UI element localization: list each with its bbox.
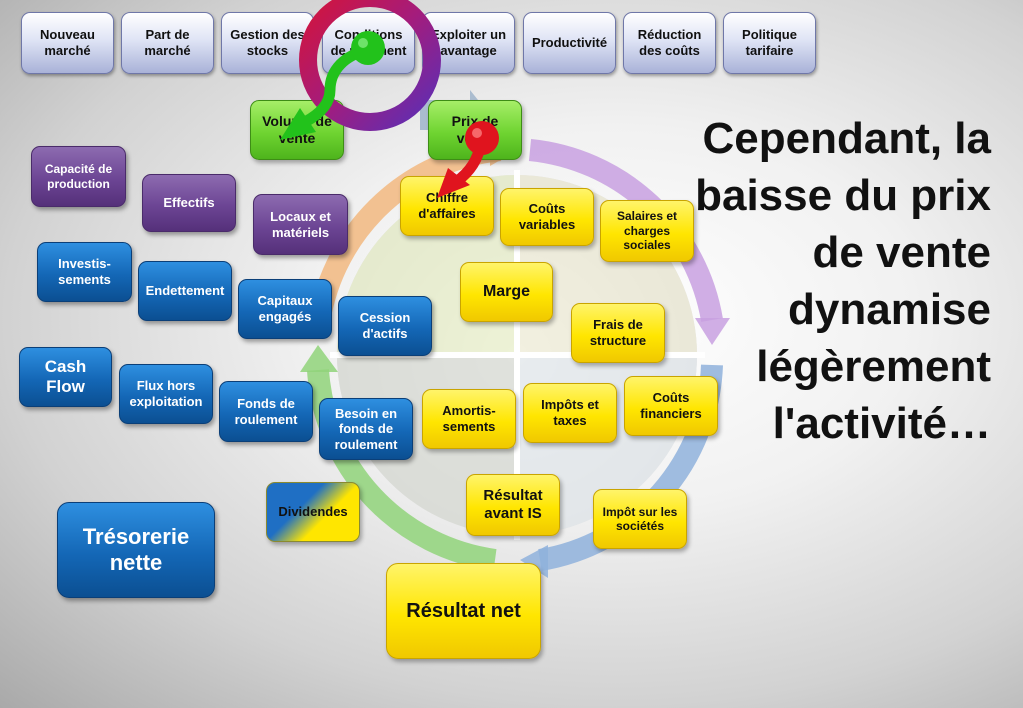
- box-label: Capitaux engagés: [257, 293, 313, 324]
- tab-nouveau-marche[interactable]: Nouveau marché: [21, 12, 114, 74]
- box-label: Salaires et charges sociales: [616, 209, 678, 253]
- box-label: Amortis-sements: [442, 403, 496, 434]
- box-frais-de-structure[interactable]: Frais de structure: [571, 303, 665, 363]
- red-arrow-icon: [437, 121, 499, 198]
- box-capitaux-engages[interactable]: Capitaux engagés: [238, 279, 332, 339]
- box-cash-flow[interactable]: Cash Flow: [19, 347, 112, 407]
- ring-icon: [299, 0, 441, 131]
- box-investissements[interactable]: Investis-sements: [37, 242, 132, 302]
- tab-label: Productivité: [531, 35, 608, 51]
- tab-productivite[interactable]: Productivité: [523, 12, 616, 74]
- tab-label: Part de marché: [144, 27, 191, 58]
- box-label: Marge: [482, 283, 531, 301]
- tab-label: Exploiter un avantage: [430, 27, 507, 58]
- green-arrow-icon: [280, 31, 385, 140]
- tab-label: Gestion des stocks: [230, 27, 305, 58]
- box-label: Fonds de roulement: [234, 395, 298, 427]
- box-couts-financiers[interactable]: Coûts financiers: [624, 376, 718, 436]
- box-marge[interactable]: Marge: [460, 262, 553, 322]
- box-label: Frais de structure: [589, 317, 647, 348]
- tab-reduction-des-couts[interactable]: Réduction des coûts: [623, 12, 716, 74]
- box-label: Trésorerie nette: [82, 523, 190, 575]
- box-label: Cash Flow: [44, 356, 87, 396]
- box-label: Résultat avant IS: [483, 487, 543, 522]
- box-label: Dividendes: [278, 504, 348, 520]
- box-couts-variables[interactable]: Coûts variables: [500, 188, 594, 246]
- box-fonds-de-roulement[interactable]: Fonds de roulement: [219, 381, 313, 442]
- box-label: Investis-sements: [58, 256, 111, 287]
- cycle-arrowhead-purple: [695, 318, 730, 345]
- cycle-arrowhead-green: [300, 345, 338, 372]
- box-label: Chiffre d'affaires: [418, 190, 476, 221]
- box-capacite-de-production[interactable]: Capacité de production: [31, 146, 126, 207]
- box-label: Besoin en fonds de roulement: [334, 405, 398, 452]
- box-impot-sur-les-societes[interactable]: Impôt sur les sociétés: [593, 489, 687, 549]
- box-impots-et-taxes[interactable]: Impôts et taxes: [523, 383, 617, 443]
- box-salaires-et-charges-sociales[interactable]: Salaires et charges sociales: [600, 200, 694, 262]
- box-besoin-en-fonds-de-roulement[interactable]: Besoin en fonds de roulement: [319, 398, 413, 460]
- tab-part-de-marche[interactable]: Part de marché: [121, 12, 214, 74]
- box-resultat-net[interactable]: Résultat net: [386, 563, 541, 659]
- box-resultat-avant-is[interactable]: Résultat avant IS: [466, 474, 560, 536]
- box-label: Effectifs: [163, 195, 215, 211]
- box-effectifs[interactable]: Effectifs: [142, 174, 236, 232]
- tab-gestion-des-stocks[interactable]: Gestion des stocks: [221, 12, 314, 74]
- box-amortissements[interactable]: Amortis-sements: [422, 389, 516, 449]
- box-label: Locaux et matériels: [270, 208, 331, 240]
- tab-label: Politique tarifaire: [742, 27, 797, 58]
- box-label: Endettement: [145, 283, 225, 299]
- headline-text: Cependant, la baisse du prix de vente dy…: [695, 114, 991, 448]
- box-label: Flux hors exploitation: [129, 378, 203, 409]
- tab-politique-tarifaire[interactable]: Politique tarifaire: [723, 12, 816, 74]
- box-label: Résultat net: [406, 600, 521, 622]
- tab-label: Réduction des coûts: [637, 27, 702, 58]
- box-flux-hors-exploitation[interactable]: Flux hors exploitation: [119, 364, 213, 424]
- box-label: Impôts et taxes: [541, 397, 599, 428]
- box-label: Cession d'actifs: [359, 310, 411, 341]
- box-dividendes[interactable]: Dividendes: [266, 482, 360, 542]
- box-label: Capacité de production: [44, 162, 113, 191]
- box-label: Coûts variables: [518, 201, 576, 232]
- box-tresorerie-nette[interactable]: Trésorerie nette: [57, 502, 215, 598]
- tab-exploiter-un-avantage[interactable]: Exploiter un avantage: [422, 12, 515, 74]
- box-label: Impôt sur les sociétés: [602, 504, 678, 533]
- box-label: Coûts financiers: [640, 390, 702, 421]
- cycle-arrowhead-blue: [520, 545, 548, 578]
- box-cession-dactifs[interactable]: Cession d'actifs: [338, 296, 432, 356]
- box-endettement[interactable]: Endettement: [138, 261, 232, 321]
- tab-label: Nouveau marché: [40, 27, 95, 58]
- box-locaux-et-materiels[interactable]: Locaux et matériels: [253, 194, 348, 255]
